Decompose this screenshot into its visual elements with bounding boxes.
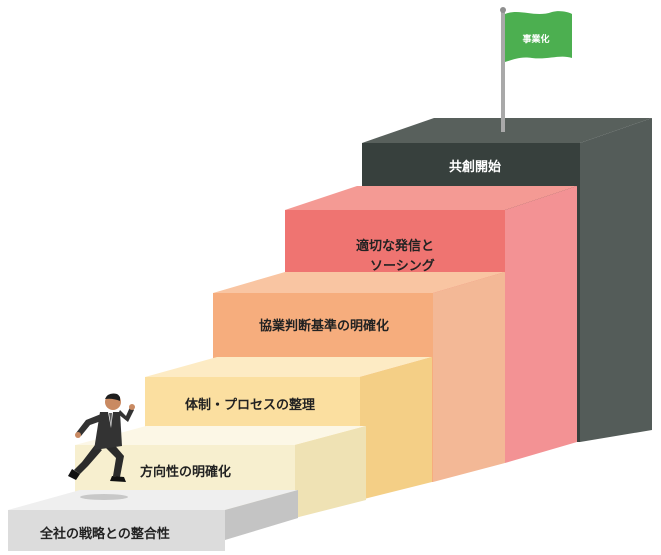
step-1-side bbox=[225, 490, 298, 540]
step-5-top bbox=[285, 186, 577, 210]
flag-pole bbox=[501, 10, 505, 132]
step-6-side bbox=[580, 118, 652, 442]
footprint-shadow bbox=[80, 494, 128, 500]
step-5-label-line1: 適切な発信と bbox=[356, 239, 435, 254]
step-2-label: 方向性の明確化 bbox=[140, 465, 232, 480]
step-4-label: 協業判断基準の明確化 bbox=[259, 319, 390, 334]
step-4-top bbox=[213, 272, 505, 293]
goal-flag bbox=[500, 7, 572, 132]
step-6-label: 共創開始 bbox=[449, 160, 502, 175]
step-1-top bbox=[8, 490, 298, 510]
step-4-side bbox=[433, 272, 505, 482]
flag-label: 事業化 bbox=[522, 35, 550, 45]
flag-pole-top bbox=[500, 7, 506, 13]
step-1-front bbox=[8, 510, 225, 551]
step-3-side bbox=[360, 357, 432, 500]
flag-cloth bbox=[505, 11, 572, 62]
step-1-label: 全社の戦略との整合性 bbox=[40, 527, 170, 542]
businessman-icon bbox=[68, 393, 135, 482]
step-5-side bbox=[505, 186, 577, 463]
step-1-block bbox=[8, 490, 298, 551]
step-5-label-line2: ソーシング bbox=[370, 259, 435, 274]
step-2-top bbox=[75, 426, 366, 445]
step-3-label: 体制・プロセスの整理 bbox=[185, 398, 316, 413]
step-3-top bbox=[145, 357, 432, 377]
step-6-top bbox=[362, 118, 652, 143]
step-2-side bbox=[295, 426, 366, 518]
